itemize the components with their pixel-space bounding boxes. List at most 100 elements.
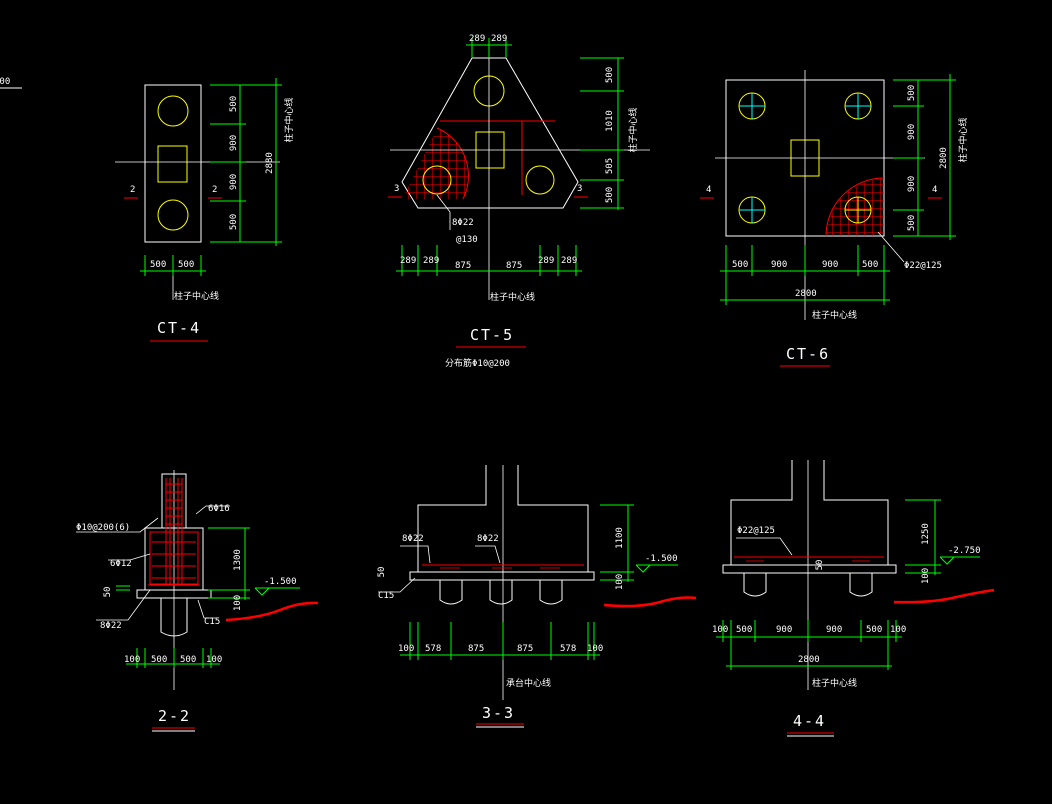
s22-title: 2-2 bbox=[158, 707, 191, 725]
s44-title: 4-4 bbox=[793, 712, 826, 730]
ct4-dim-h2: 500 bbox=[178, 260, 194, 270]
s33-bottom-label: 承台中心线 bbox=[506, 677, 551, 689]
section-3-3: 8Φ22 8Φ22 50 C15 1100 100 -1.500 100 5 bbox=[377, 465, 697, 728]
section-2-2: 6Φ16 Φ10@200(6) 6Φ12 8Φ22 50 C15 1300 10… bbox=[76, 470, 319, 732]
ct5-title: CT-5 bbox=[470, 326, 514, 344]
s44-cover-dim: 50 bbox=[815, 560, 825, 571]
ct5-dim-top1: 289 bbox=[469, 34, 485, 44]
s33-cushion bbox=[409, 571, 595, 581]
s22-dim-b3: 500 bbox=[180, 655, 196, 665]
s44-dim-b5: 500 bbox=[866, 625, 882, 635]
ct4-dim-total: 2880 bbox=[265, 152, 275, 174]
s44-cap bbox=[730, 460, 889, 566]
s33-dim-b3: 875 bbox=[468, 644, 484, 654]
s22-pile bbox=[160, 598, 188, 637]
s44-pile-2 bbox=[849, 573, 873, 597]
ct6-rebar-label: Φ22@125 bbox=[904, 261, 942, 271]
ct6-bottom-label: 柱子中心线 bbox=[812, 309, 857, 321]
s44-dim-b1: 100 bbox=[712, 625, 728, 635]
ct6-center-label: 柱子中心线 bbox=[957, 117, 969, 162]
ct5-center-label: 柱子中心线 bbox=[627, 107, 639, 152]
s33-cover-dim: 50 bbox=[377, 567, 387, 578]
ct5-dim-b4: 875 bbox=[506, 261, 522, 271]
ct4-title: CT-4 bbox=[157, 319, 201, 337]
ct6-title: CT-6 bbox=[786, 345, 830, 363]
ct6-dim-h2: 900 bbox=[771, 260, 787, 270]
ct6-dim-v1: 500 bbox=[907, 85, 917, 101]
s44-dim-b2: 500 bbox=[736, 625, 752, 635]
s33-elevation: -1.500 bbox=[645, 554, 678, 564]
ct4-center-label: 柱子中心线 bbox=[283, 97, 295, 142]
s33-dim-b2: 578 bbox=[425, 644, 441, 654]
s33-pile-1 bbox=[439, 580, 463, 605]
s33-dim-b4: 875 bbox=[517, 644, 533, 654]
ct5-pile-right bbox=[525, 165, 555, 195]
ct6-dim-v4: 500 bbox=[907, 215, 917, 231]
s44-cushion bbox=[722, 564, 897, 574]
s33-height-dim: 1100 bbox=[615, 527, 625, 549]
ct5-dim-b2: 289 bbox=[423, 256, 439, 266]
ct6-pile-tl bbox=[738, 92, 766, 120]
ct6-dim-h3: 900 bbox=[822, 260, 838, 270]
edge-fragment-text: 200 bbox=[0, 77, 10, 87]
ct5-dim-b5: 289 bbox=[538, 256, 554, 266]
ct4-section-left-label: 2 bbox=[130, 185, 135, 195]
s22-main-bar-label: 6Φ16 bbox=[208, 504, 230, 514]
ct4-column bbox=[157, 145, 188, 183]
s33-title: 3-3 bbox=[482, 704, 515, 722]
section-4-4: Φ22@125 50 1250 100 -2.750 100 500 900 9… bbox=[712, 460, 995, 737]
s44-dim-bottom-total: 2800 bbox=[798, 655, 820, 665]
s22-dim-b2: 500 bbox=[151, 655, 167, 665]
ct4-dim-v3: 900 bbox=[229, 174, 239, 190]
ct4-dim-h1: 500 bbox=[150, 260, 166, 270]
s44-height-dim: 1250 bbox=[921, 523, 931, 545]
ct6-pile-tr bbox=[844, 92, 872, 120]
s33-concrete-label: C15 bbox=[378, 591, 394, 601]
ct5-dim-b3: 875 bbox=[455, 261, 471, 271]
ct4-pile-top bbox=[157, 95, 189, 127]
ct5-bottom-label: 柱子中心线 bbox=[490, 291, 535, 303]
s22-cushion bbox=[136, 589, 212, 599]
ct6-plan-view: 500 900 900 500 2800 柱子中心线 4 4 Φ22@125 5… bbox=[700, 70, 969, 367]
ct6-pile-bl bbox=[738, 196, 766, 224]
s22-stirrup-label: Φ10@200(6) bbox=[76, 523, 130, 533]
ct6-dim-v3: 900 bbox=[907, 176, 917, 192]
s22-cover-dim: 50 bbox=[103, 587, 113, 598]
ct5-dim-b6: 289 bbox=[561, 256, 577, 266]
ct6-dim-h4: 500 bbox=[862, 260, 878, 270]
s22-side-bar-label: 6Φ12 bbox=[110, 559, 132, 569]
ct5-dim-v1: 500 bbox=[605, 67, 615, 83]
ct6-dim-h1: 500 bbox=[732, 260, 748, 270]
ct4-section-right-label: 2 bbox=[212, 185, 217, 195]
s44-elevation: -2.750 bbox=[948, 546, 981, 556]
s33-ground-line bbox=[603, 596, 697, 608]
ct5-dim-b1: 289 bbox=[400, 256, 416, 266]
s22-height-dim: 1300 bbox=[233, 549, 243, 571]
ct4-dim-v2: 900 bbox=[229, 135, 239, 151]
s33-dim-b5: 578 bbox=[560, 644, 576, 654]
ct4-dim-v1: 500 bbox=[229, 96, 239, 112]
ct5-rebar-spacing: @130 bbox=[456, 235, 478, 245]
ct6-dim-bottom-total: 2800 bbox=[795, 289, 817, 299]
ct4-bottom-label: 柱子中心线 bbox=[174, 290, 219, 302]
ct4-cap-outline bbox=[144, 84, 202, 243]
s22-concrete-label: C15 bbox=[204, 617, 220, 627]
s33-dim-b6: 100 bbox=[587, 644, 603, 654]
ct5-plan-view: 289 289 500 1010 505 500 柱子中心线 3 3 8Φ22 … bbox=[388, 34, 650, 369]
ct5-dim-top2: 289 bbox=[491, 34, 507, 44]
s44-ground-line bbox=[893, 588, 995, 604]
s22-ground-line bbox=[225, 601, 319, 622]
s44-dim-b4: 900 bbox=[826, 625, 842, 635]
ct5-dim-v4: 500 bbox=[605, 187, 615, 203]
s22-dim-b1: 100 bbox=[124, 655, 140, 665]
ct5-rebar-label: 8Φ22 bbox=[452, 218, 474, 228]
s44-pile-1 bbox=[743, 573, 767, 597]
s33-pile-2 bbox=[489, 580, 513, 605]
s33-bar-left-label: 8Φ22 bbox=[402, 534, 424, 544]
ct6-dim-v2: 900 bbox=[907, 124, 917, 140]
ct6-section-right-label: 4 bbox=[932, 185, 937, 195]
s33-bar-mid-label: 8Φ22 bbox=[477, 534, 499, 544]
ct4-plan-view: 500 900 900 500 2880 柱子中心线 2 2 500 500 柱… bbox=[115, 78, 295, 342]
s44-dim-b6: 100 bbox=[890, 625, 906, 635]
